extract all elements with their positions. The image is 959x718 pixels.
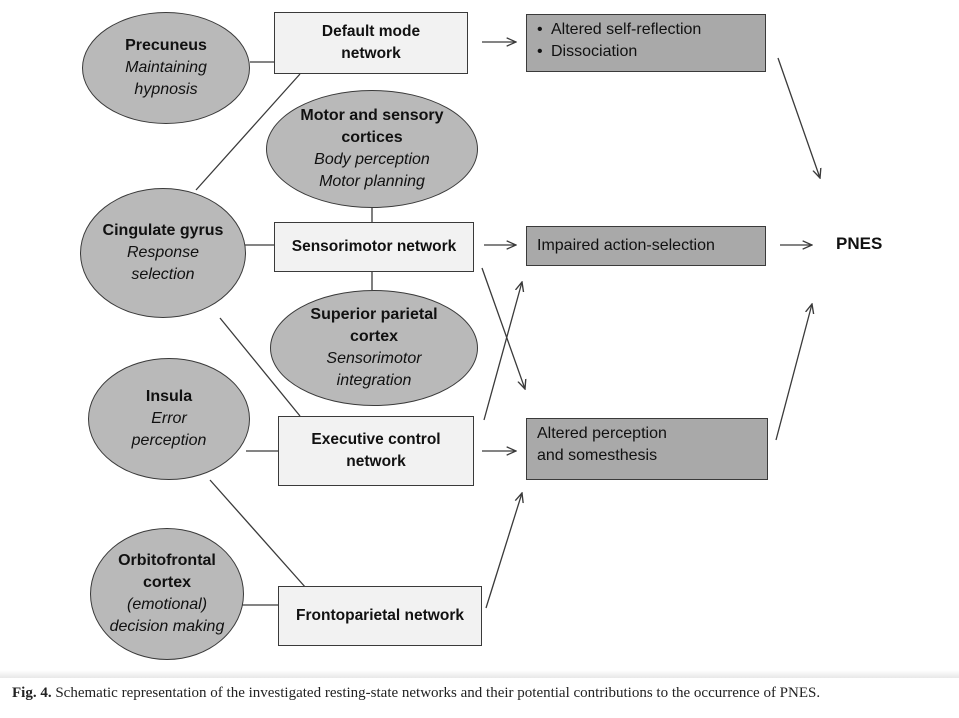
superior-parietal-sub-1: Sensorimotor [326, 350, 422, 367]
outcome-self-reflection: Altered self-reflection Dissociation [526, 14, 766, 72]
orbitofrontal-title-2: cortex [142, 574, 192, 591]
arrow-executive-action [483, 282, 522, 421]
network-sensorimotor: Sensorimotor network [274, 222, 474, 272]
pnes-target: PNES [836, 234, 883, 253]
superior-parietal-sub-2: integration [336, 372, 412, 389]
network-default-mode: Default mode network [274, 12, 468, 74]
outcome-perception: Altered perception and somesthesis [526, 418, 768, 480]
network-executive-control: Executive control network [278, 416, 474, 486]
sensorimotor-label: Sensorimotor network [291, 238, 457, 255]
self-reflection-list: Altered self-reflection Dissociation [537, 19, 755, 63]
frontoparietal-label: Frontoparietal network [296, 607, 464, 624]
superior-parietal-title-1: Superior parietal [310, 306, 438, 323]
superior-parietal-title-2: cortex [349, 328, 399, 345]
motor-sensory-title-1: Motor and sensory [300, 107, 444, 124]
perception-label-1: Altered perception [537, 425, 667, 442]
outcome-bullet-self-reflection: Altered self-reflection [551, 19, 755, 41]
orbitofrontal-sub-2: decision making [109, 618, 225, 635]
region-insula: Insula Error perception [88, 358, 250, 480]
executive-control-label-2: network [346, 453, 406, 470]
motor-sensory-sub-2: Motor planning [319, 173, 425, 190]
link-cingulate-executive [219, 317, 301, 417]
figure-caption: Fig. 4. Schematic representation of the … [12, 685, 952, 702]
outcome-bullet-dissociation: Dissociation [551, 41, 755, 63]
arrow-sensorimotor-perception [481, 267, 525, 389]
cingulate-sub-2: selection [131, 266, 195, 283]
action-selection-label: Impaired action-selection [537, 237, 715, 254]
insula-sub-1: Error [151, 410, 187, 427]
region-superior-parietal: Superior parietal cortex Sensorimotor in… [270, 290, 478, 406]
arrow-selfreflection-pnes [777, 57, 820, 178]
region-motor-sensory: Motor and sensory cortices Body percepti… [266, 90, 478, 208]
cingulate-title: Cingulate gyrus [102, 222, 224, 239]
caption-label: Fig. 4. [12, 685, 52, 701]
default-mode-label-1: Default mode [321, 23, 421, 40]
region-orbitofrontal: Orbitofrontal cortex (emotional) decisio… [90, 528, 244, 660]
precuneus-sub-2: hypnosis [134, 81, 198, 98]
motor-sensory-sub-1: Body perception [314, 151, 430, 168]
network-frontoparietal: Frontoparietal network [278, 586, 482, 646]
region-cingulate: Cingulate gyrus Response selection [80, 188, 246, 318]
precuneus-title: Precuneus [125, 37, 207, 54]
arrow-perception-pnes [775, 304, 812, 441]
region-precuneus: Precuneus Maintaining hypnosis [82, 12, 250, 124]
precuneus-sub-1: Maintaining [125, 59, 207, 76]
outcome-action-selection: Impaired action-selection [526, 226, 766, 266]
link-cingulate-default [195, 73, 301, 191]
link-insula-frontoparietal [209, 479, 307, 589]
default-mode-label-2: network [341, 45, 401, 62]
caption-text: Schematic representation of the investig… [55, 685, 821, 701]
insula-title: Insula [145, 388, 193, 405]
caption-divider [0, 670, 959, 678]
orbitofrontal-title-1: Orbitofrontal [118, 552, 216, 569]
perception-label-2: and somesthesis [537, 447, 658, 464]
orbitofrontal-sub-1: (emotional) [126, 596, 208, 613]
cingulate-sub-1: Response [126, 244, 200, 261]
motor-sensory-title-2: cortices [341, 129, 403, 146]
executive-control-label-1: Executive control [311, 431, 441, 448]
arrow-frontoparietal-perception [485, 493, 522, 609]
insula-sub-2: perception [131, 432, 207, 449]
